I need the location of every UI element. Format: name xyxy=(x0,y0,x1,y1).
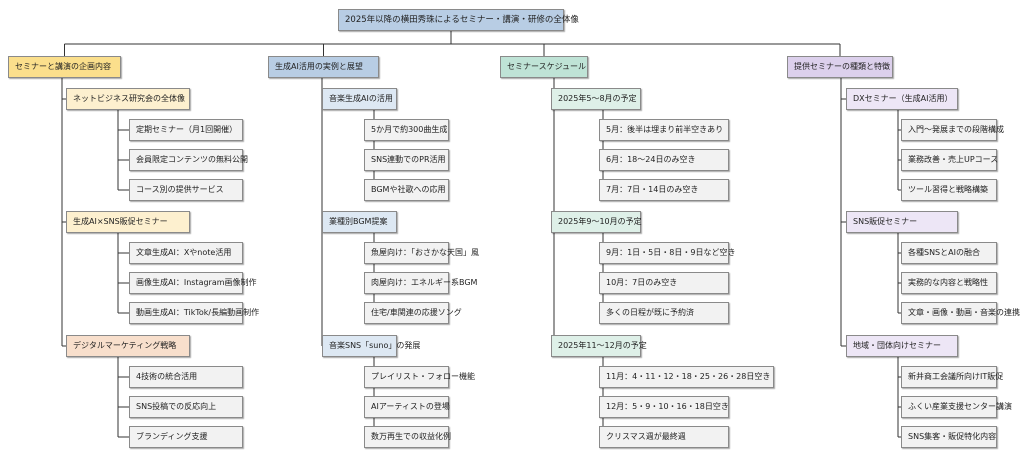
leaf-node: 新井商工会議所向けIT販促 xyxy=(901,366,1003,388)
leaf-node: AIアーティストの登場 xyxy=(364,396,450,418)
leaf-node: 肉屋向け：エネルギー系BGM xyxy=(364,272,477,294)
leaf-node: ブランディング支援 xyxy=(129,426,243,448)
leaf-node: 文章生成AI：Xやnote活用 xyxy=(129,242,243,264)
leaf-node: 実務的な内容と戦略性 xyxy=(901,272,997,294)
leaf-node: 動画生成AI：TikTok/長編動画制作 xyxy=(129,302,259,324)
leaf-node: コース別の提供サービス xyxy=(129,179,243,201)
subgroup-node: 音楽SNS「suno」の発展 xyxy=(322,335,420,357)
leaf-node: 12月：5・9・10・16・18日空き xyxy=(599,396,729,418)
leaf-node: 11月：4・11・12・18・25・26・28日空き xyxy=(599,366,774,388)
leaf-node: BGMや社歌への応用 xyxy=(364,179,449,201)
leaf-node: 住宅/車関連の応援ソング xyxy=(364,302,462,324)
leaf-node: 各種SNSとAIの融合 xyxy=(901,242,997,264)
leaf-node: 文章・画像・動画・音楽の連携 xyxy=(901,302,1020,324)
leaf-node: ふくい産業支援センター講演 xyxy=(901,396,1012,418)
subgroup-node: DXセミナー（生成AI活用） xyxy=(846,88,958,110)
leaf-node: 業務改善・売上UPコース xyxy=(901,149,998,171)
leaf-node: 魚屋向け：「おさかな天国」風 xyxy=(364,242,479,264)
category-node: セミナーと講演の企画内容 xyxy=(8,56,121,78)
category-node: セミナースケジュール xyxy=(500,56,588,78)
subgroup-node: デジタルマーケティング戦略 xyxy=(66,335,190,357)
leaf-node: 10月：7日のみ空き xyxy=(599,272,729,294)
leaf-node: クリスマス週が最終週 xyxy=(599,426,729,448)
subgroup-node: 2025年9～10月の予定 xyxy=(551,211,642,233)
leaf-node: 9月：1日・5日・8日・9日など空き xyxy=(599,242,735,264)
subgroup-node: 業種別BGM提案 xyxy=(322,211,397,233)
subgroup-node: ネットビジネス研究会の全体像 xyxy=(66,88,190,110)
leaf-node: 6月：18～24日のみ空き xyxy=(599,149,729,171)
leaf-node: 5か月で約300曲生成 xyxy=(364,119,449,141)
leaf-node: 定期セミナー（月1回開催） xyxy=(129,119,243,141)
leaf-node: 5月：後半は埋まり前半空きあり xyxy=(599,119,729,141)
leaf-node: 数万再生での収益化例 xyxy=(364,426,451,448)
subgroup-node: 地域・団体向けセミナー xyxy=(846,335,958,357)
leaf-node: 7月：7日・14日のみ空き xyxy=(599,179,729,201)
leaf-node: プレイリスト・フォロー機能 xyxy=(364,366,475,388)
subgroup-node: 音楽生成AIの活用 xyxy=(322,88,397,110)
leaf-node: 入門～発展までの段階構成 xyxy=(901,119,1004,141)
subgroup-node: 2025年5～8月の予定 xyxy=(551,88,641,110)
category-node: 提供セミナーの種類と特徴 xyxy=(787,56,893,78)
subgroup-node: 生成AI×SNS販促セミナー xyxy=(66,211,190,233)
leaf-node: SNS連動でのPR活用 xyxy=(364,149,449,171)
leaf-node: 画像生成AI：Instagram画像制作 xyxy=(129,272,257,294)
root-node: 2025年以降の横田秀珠によるセミナー・講演・研修の全体像 xyxy=(338,9,579,31)
leaf-node: 会員限定コンテンツの無料公開 xyxy=(129,149,248,171)
leaf-node: SNS集客・販促特化内容 xyxy=(901,426,997,448)
leaf-node: 4技術の統合活用 xyxy=(129,366,243,388)
subgroup-node: SNS販促セミナー xyxy=(846,211,958,233)
category-node: 生成AI活用の実例と展望 xyxy=(268,56,379,78)
leaf-node: ツール習得と戦略構築 xyxy=(901,179,997,201)
leaf-node: SNS投稿での反応向上 xyxy=(129,396,243,418)
leaf-node: 多くの日程が既に予約済 xyxy=(599,302,729,324)
subgroup-node: 2025年11～12月の予定 xyxy=(551,335,647,357)
